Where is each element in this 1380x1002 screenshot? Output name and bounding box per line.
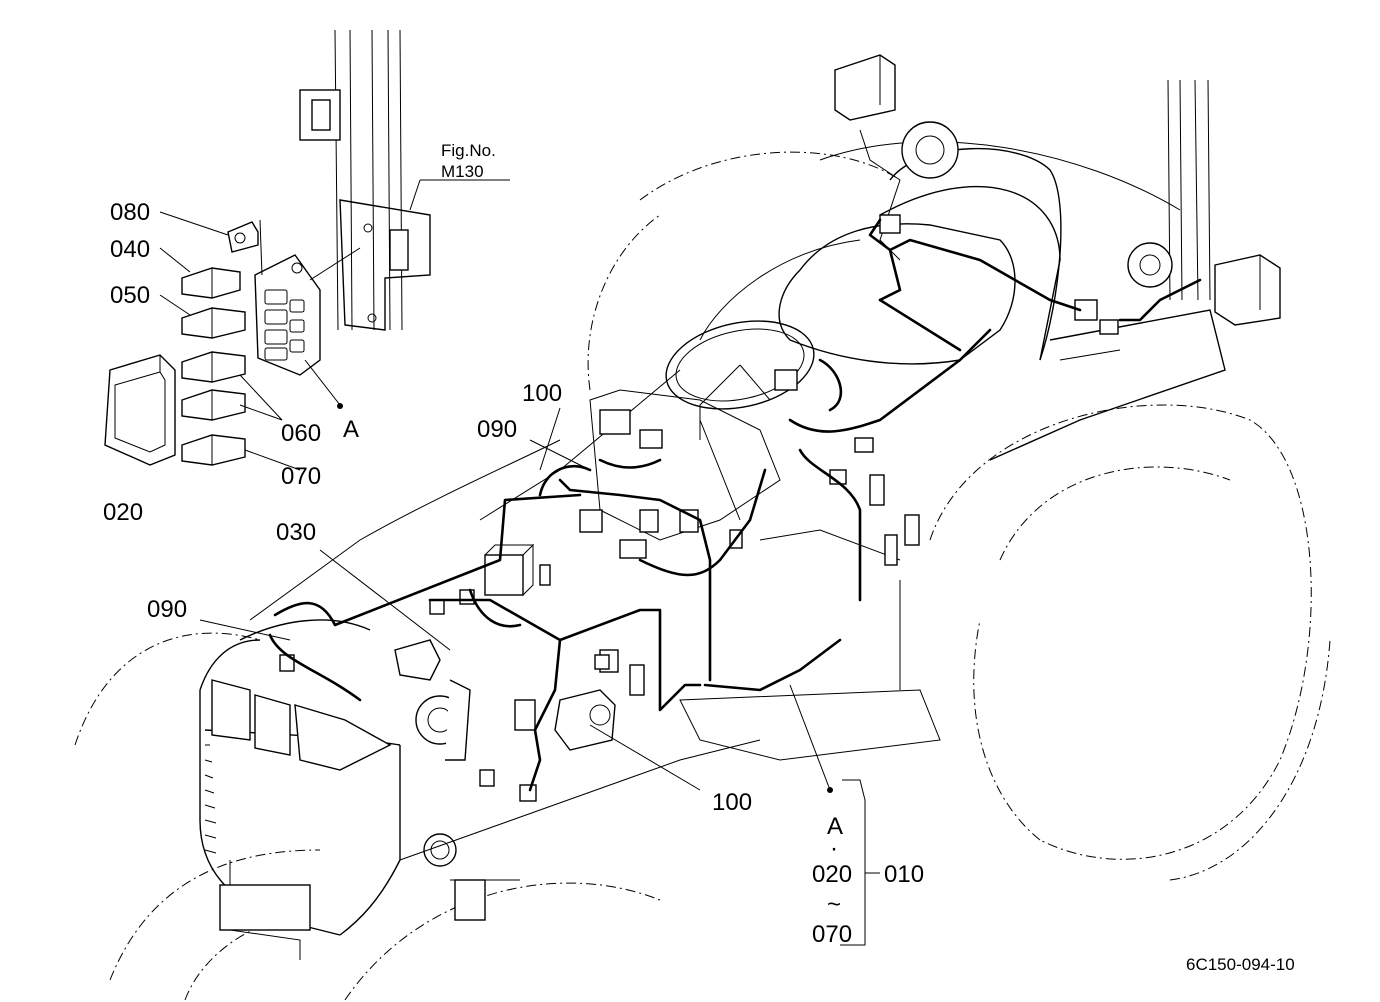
- callout-dot-a: [337, 403, 343, 409]
- callout-050: 050: [110, 282, 150, 309]
- fuses: [181, 267, 246, 466]
- callout-020: 020: [103, 499, 143, 526]
- fuse-terminal: [227, 221, 259, 253]
- callout-040: 040: [110, 236, 150, 263]
- assembly-a-label: A: [827, 813, 843, 840]
- rear-lamp-left: [834, 54, 901, 181]
- callout-dot-010: [827, 787, 833, 793]
- steering-wheel: [665, 320, 815, 440]
- leader-lines: [159, 179, 880, 946]
- drawing-code: 6C150-094-10: [1186, 955, 1295, 974]
- fuse-box-cover: [104, 354, 176, 466]
- assembly-range-start: 020: [812, 861, 852, 888]
- sensor-switches: [279, 214, 1119, 802]
- rops-frame-right: [1167, 79, 1211, 301]
- callout-100-top: 100: [522, 380, 562, 407]
- fig-ref-label: Fig.No.: [441, 141, 496, 160]
- rear-lamp-right: [1127, 242, 1281, 326]
- callout-080: 080: [110, 199, 150, 226]
- work-light-top: [879, 121, 959, 261]
- starter-motor: [554, 689, 616, 751]
- fuse-box: [254, 254, 321, 376]
- callout-070: 070: [281, 463, 321, 490]
- fig-ref-value: M130: [441, 162, 484, 181]
- fuel-solenoid: [394, 639, 441, 681]
- assembly-range-end: 070: [812, 921, 852, 948]
- glow-relay: [484, 543, 535, 596]
- callout-090-top: 090: [477, 416, 517, 443]
- assembly-main-part: 010: [884, 861, 924, 888]
- rops-frame-left: [299, 29, 431, 331]
- tractor-body: [74, 141, 1331, 1001]
- assembly-tilde: ~: [827, 891, 841, 918]
- operator-seat: [778, 148, 1062, 365]
- callout-030: 030: [276, 519, 316, 546]
- callout-090-left: 090: [147, 596, 187, 623]
- alternator: [415, 679, 471, 761]
- callout-060: 060: [281, 420, 321, 447]
- main-wire-harness: [268, 218, 1202, 792]
- callout-a: A: [343, 416, 359, 443]
- callout-100-bottom: 100: [712, 789, 752, 816]
- assembly-dot: ·: [830, 835, 838, 862]
